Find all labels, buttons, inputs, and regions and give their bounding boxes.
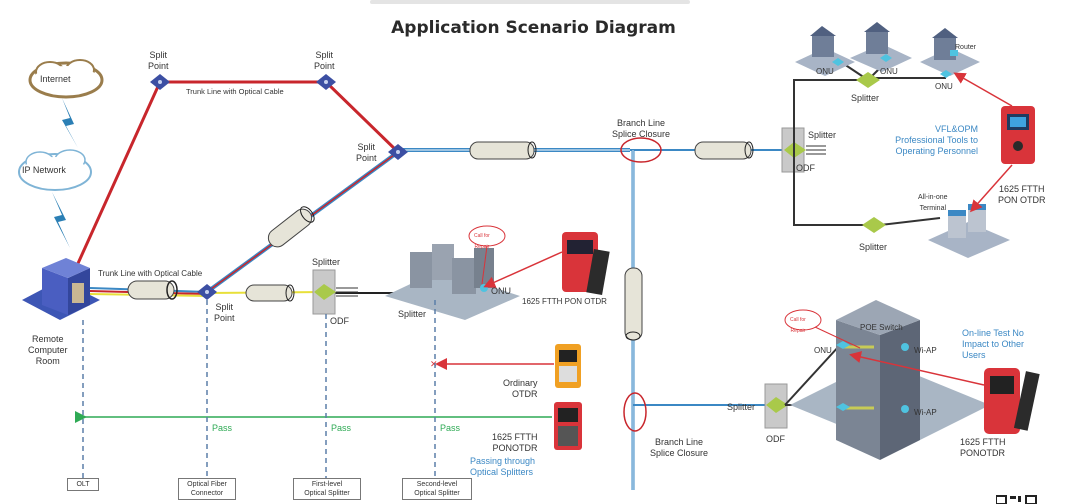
ip-network-label: IP Network	[22, 165, 66, 175]
odf-splitter-icon	[764, 383, 788, 429]
stage-box-olt: OLT	[67, 478, 99, 491]
router-label: Router	[955, 44, 977, 51]
call-for-repair-bubble	[784, 309, 822, 331]
pon-otdr-device-icon	[984, 368, 1040, 434]
stage-dashed-lines	[82, 300, 436, 478]
remote-computer-room-icon	[22, 258, 100, 320]
splice-closure-marker	[623, 392, 647, 432]
pass-label: Pass	[331, 423, 352, 433]
splitter-icon	[862, 217, 886, 233]
onu-icon	[832, 54, 952, 78]
ip-network-cloud-icon	[18, 149, 92, 191]
wi-ap-label: Wi-AP	[914, 346, 937, 355]
splice-closure-marker	[620, 137, 662, 163]
odf-label: ODF	[330, 316, 349, 326]
optical-cable-icon	[694, 141, 754, 160]
pass-label: Pass	[212, 423, 233, 433]
branch-line-blue	[398, 148, 790, 490]
test-arrow	[953, 72, 1013, 107]
splitter-label: Splitter	[727, 402, 756, 412]
house-icon	[920, 28, 980, 76]
splitter-label: Splitter	[851, 93, 880, 103]
wi-ap-label: Wi-AP	[914, 408, 937, 417]
test-arrow	[483, 251, 563, 288]
optical-cable-icon	[624, 267, 643, 341]
house-icon	[795, 26, 855, 76]
split-point-icon	[150, 74, 170, 90]
wi-ap-icon	[901, 343, 909, 413]
poe-switch-label: POE Switch	[860, 323, 903, 332]
trunk-line-red	[73, 80, 400, 271]
optical-cable-icon	[245, 284, 295, 302]
pass-label: Pass	[440, 423, 461, 433]
pon-otdr-device-icon	[562, 232, 610, 296]
page-title: Application Scenario Diagram	[391, 18, 676, 38]
onu-label: ONU	[935, 82, 953, 91]
splitter-label: Splitter	[312, 257, 341, 267]
lightning-icon	[62, 98, 78, 148]
odf-label: ODF	[766, 434, 785, 444]
splitter-label: Splitter	[398, 309, 427, 319]
splitter-label: Splitter	[808, 130, 837, 140]
optical-cable-icon	[127, 280, 178, 300]
split-point-icon	[316, 74, 336, 90]
onu-label: ONU	[816, 67, 834, 76]
qr-code-icon	[996, 495, 1037, 504]
office-tower-icon	[790, 300, 990, 460]
internet-cloud-icon	[28, 59, 104, 99]
pon-otdr-device-icon	[1001, 106, 1035, 164]
lightning-icon	[52, 192, 70, 248]
split-point-icon	[197, 284, 217, 300]
house-icon	[850, 22, 912, 72]
pon-otdr-device-icon	[554, 402, 582, 450]
ordinary-otdr-device-icon	[555, 344, 581, 388]
trunk-line-label: Trunk Line with Optical Cable	[98, 269, 203, 278]
splitter-label: Splitter	[859, 242, 888, 252]
onu-label: ONU	[814, 346, 832, 355]
odf-label: ODF	[796, 163, 815, 173]
odf-splitter-icon	[312, 269, 358, 315]
optical-cable-icon	[469, 141, 537, 160]
blocked-mark-icon: ✕	[430, 359, 438, 369]
splitter-icon	[856, 72, 880, 88]
onu-label: ONU	[880, 67, 898, 76]
cropped-header-text	[370, 0, 690, 4]
otdr-label: 1625 FTTH PON OTDR	[522, 297, 607, 306]
test-arrow	[970, 164, 1013, 213]
optical-cable-icon	[267, 206, 315, 248]
onu-icon	[836, 341, 850, 411]
test-arrow	[849, 351, 985, 386]
onu-label: ONU	[491, 286, 511, 296]
internet-label: Internet	[40, 74, 71, 84]
split-point-icon	[388, 144, 408, 160]
trunk-line-label: Trunk Line with Optical Cable	[186, 87, 284, 96]
